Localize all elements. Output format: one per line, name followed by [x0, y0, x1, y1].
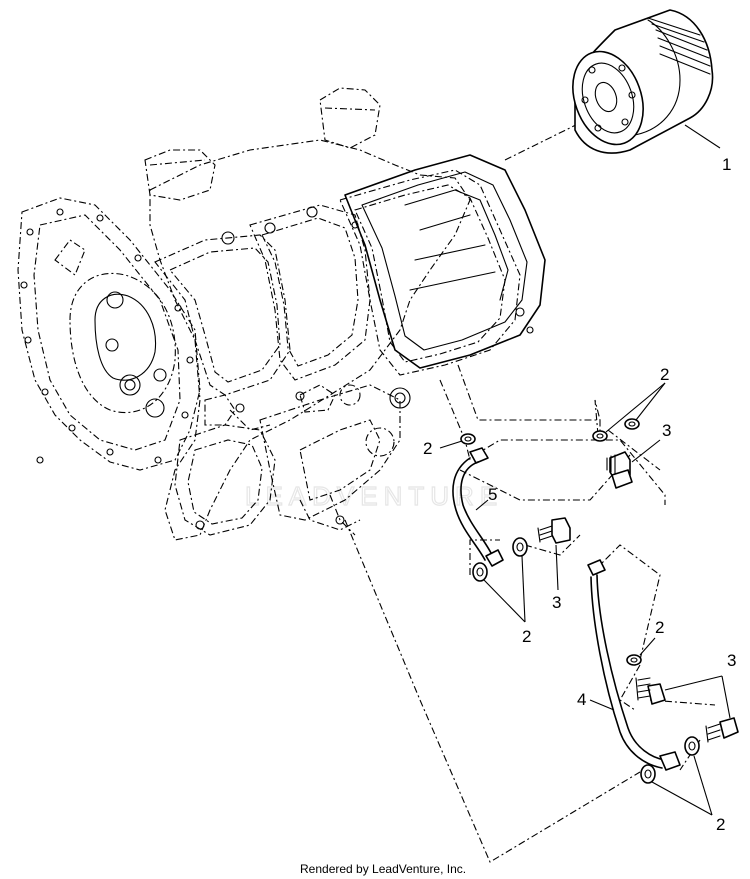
- engine-crankcase: [17, 87, 546, 541]
- top-fittings: [439, 382, 666, 489]
- callout-washer-top-a: 2: [423, 439, 432, 458]
- footer-credit: Rendered by LeadVenture, Inc.: [300, 862, 466, 876]
- callout-filter: 1: [722, 155, 731, 174]
- callout-hose-lower: 4: [577, 690, 586, 709]
- upper-oil-hose: [452, 447, 504, 567]
- callout-bolt-top: 3: [662, 421, 671, 440]
- mid-fittings: [472, 517, 571, 623]
- oil-filter: [572, 9, 721, 154]
- lower-oil-hose: [587, 559, 681, 771]
- callout-washers-mid: 2: [522, 627, 531, 646]
- callout-washer-lower: 2: [655, 618, 664, 637]
- lower-fittings: [626, 637, 739, 816]
- callout-hose-upper: 5: [488, 485, 497, 504]
- callout-bolt-lower: 3: [727, 651, 736, 670]
- callout-washer-top-b: 2: [660, 365, 669, 384]
- callout-washers-bottom: 2: [716, 815, 725, 834]
- callout-bolt-mid: 3: [552, 593, 561, 612]
- watermark-text: LEADVENTURE: [245, 481, 503, 511]
